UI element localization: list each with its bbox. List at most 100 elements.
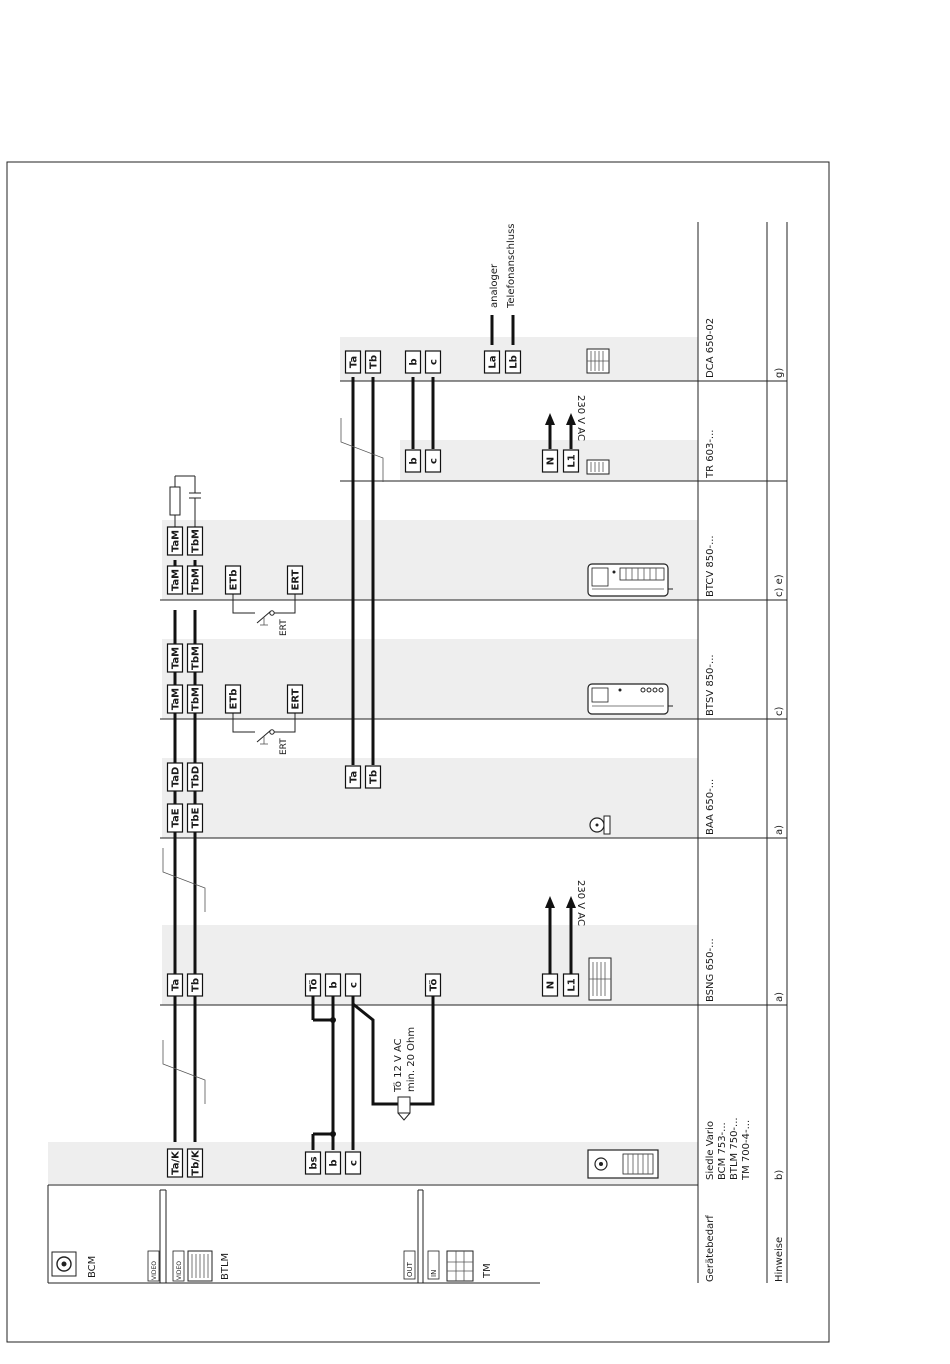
video-port-1 [147, 1250, 160, 1282]
table-device-5-line-0: TR 603-... [705, 430, 716, 479]
terminal-bsng-bottom-2: c [344, 973, 362, 997]
svg-text:b: b [329, 981, 340, 988]
terminal-bcm-1: Tb/K [186, 1148, 204, 1178]
terminal-bsng-bottom-3: Tö [424, 973, 442, 997]
terminal-btcv-1-3: ERT [286, 565, 304, 595]
terminal-bsng-bottom-1: b [324, 973, 342, 997]
bcm-label: BCM [87, 1256, 98, 1278]
supply-coupler [397, 1096, 411, 1121]
terminal-tr-1: c [424, 449, 442, 473]
terminal-btsv-2-1: TbM [186, 643, 204, 673]
table-note-0: b) [774, 1170, 785, 1180]
video-port-2 [172, 1250, 185, 1282]
svg-text:TbM: TbM [191, 529, 202, 553]
mains-arrows-bsng [545, 896, 576, 975]
svg-text:TaE: TaE [171, 808, 182, 827]
svg-text:b: b [409, 358, 420, 365]
table-device-2-line-0: BAA 650-... [705, 779, 716, 835]
mains-label-bsng: 230 V AC [575, 880, 586, 926]
terminal-dca-b-2: La [483, 350, 501, 374]
svg-text:La: La [488, 355, 499, 368]
phone-label-2: Telefonanschluss [506, 223, 517, 309]
left-device-area: BCM VIDEO VIDEO BTLM OUT IN TM [47, 1184, 698, 1284]
phone-label-1: analoger [489, 263, 500, 308]
terminal-tr-0: b [404, 449, 422, 473]
terminal-bcm-2: bs [304, 1151, 322, 1175]
svg-text:ERT: ERT [291, 688, 302, 709]
svg-text:ERT: ERT [291, 569, 302, 590]
table-device-0-line-0: Siedle Vario [705, 1121, 716, 1180]
terminal-dca-b-1: c [424, 350, 442, 374]
terminal-bsng-bottom-5: L1 [562, 973, 580, 997]
tm-label: TM [482, 1263, 493, 1279]
svg-text:b: b [329, 1159, 340, 1166]
terminal-btcv-2-0: TaM [166, 526, 184, 556]
table-note-1: a) [774, 992, 785, 1002]
table-note-3: c) [774, 707, 785, 716]
row-hinweise-label: Hinweise [774, 1237, 785, 1282]
in-port [427, 1250, 440, 1280]
terminal-bsng-bottom-4: N [541, 973, 559, 997]
btcv-device-icon [587, 563, 673, 597]
terminal-btcv-1-0: TaM [166, 565, 184, 595]
ert-label-1: ERT [279, 738, 289, 755]
svg-text:ETb: ETb [229, 689, 240, 710]
svg-text:TbM: TbM [191, 687, 202, 711]
bcm-device-icon [587, 1149, 659, 1179]
svg-text:Tb: Tb [369, 355, 380, 369]
video-label-1: VIDEO [151, 1261, 158, 1280]
terminal-btcv-2-1: TbM [186, 526, 204, 556]
terminal-btsv-1-2: ETb [224, 684, 242, 714]
svg-text:Tb/K: Tb/K [191, 1149, 202, 1176]
terminal-tr-3: L1 [562, 449, 580, 473]
row-geraete-label: Gerätebedarf [705, 1215, 716, 1282]
device-table: Gerätebedarf Hinweise [697, 222, 788, 1283]
terminal-bsng-top-1: Tb [186, 973, 204, 997]
junction-dots [330, 1017, 336, 1137]
dca-device-icon [586, 348, 610, 374]
btsv-device-icon [587, 683, 673, 715]
termination-rc [169, 475, 201, 530]
terminal-baa-a-0: TaE [166, 803, 184, 833]
svg-text:L1: L1 [567, 454, 578, 467]
svg-text:TbM: TbM [191, 568, 202, 592]
out-port [403, 1250, 416, 1280]
terminal-baa-a-1: TbE [186, 803, 204, 833]
table-note-6: g) [774, 368, 785, 378]
svg-text:Ta/K: Ta/K [171, 1150, 182, 1175]
terminal-baa-b-1: TbD [186, 762, 204, 792]
svg-text:Ta: Ta [349, 771, 360, 783]
svg-text:TbM: TbM [191, 646, 202, 670]
svg-text:c: c [349, 982, 360, 988]
video-label-2: VIDEO [176, 1261, 183, 1280]
baa-device-icon [589, 815, 611, 835]
terminal-btcv-1-2: ETb [224, 565, 242, 595]
terminal-dca-a-0: Ta [344, 350, 362, 374]
terminal-btsv-1-3: ERT [286, 684, 304, 714]
svg-text:TbD: TbD [191, 766, 202, 788]
terminal-btcv-1-1: TbM [186, 565, 204, 595]
terminal-btsv-1-0: TaM [166, 684, 184, 714]
ert-label-2: ERT [279, 619, 289, 636]
terminal-dca-b-0: b [404, 350, 422, 374]
bus-break-marks [162, 418, 384, 1104]
table-device-0-line-1: BCM 753-... [717, 1122, 728, 1180]
svg-text:c: c [349, 1160, 360, 1166]
terminal-dca-a-1: Tb [364, 350, 382, 374]
tr-device-icon [586, 459, 610, 475]
terminal-dca-b-3: Lb [504, 350, 522, 374]
mains-label-tr: 230 V AC [575, 395, 586, 441]
svg-text:TaM: TaM [171, 647, 182, 669]
ert-switch-1 [232, 711, 296, 745]
page-frame [6, 161, 830, 1343]
terminal-bcm-3: b [324, 1151, 342, 1175]
svg-text:TaM: TaM [171, 569, 182, 591]
svg-text:Tö: Tö [429, 978, 440, 991]
in-label: IN [430, 1270, 438, 1277]
svg-text:Tö: Tö [309, 978, 320, 991]
svg-text:b: b [409, 457, 420, 464]
svg-text:Lb: Lb [509, 355, 520, 369]
